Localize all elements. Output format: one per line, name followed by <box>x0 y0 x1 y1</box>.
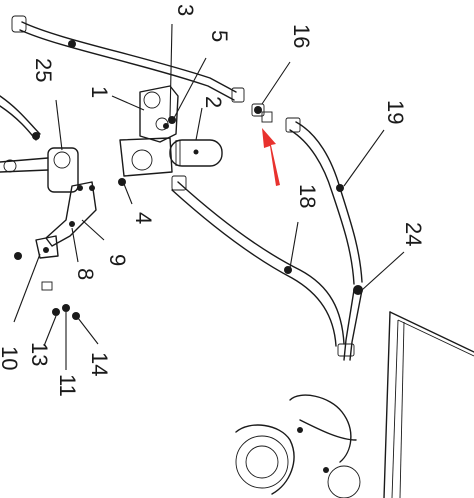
callout-14: 14 <box>87 352 112 376</box>
fitting-16 <box>251 103 273 123</box>
pipe-18 <box>171 175 345 347</box>
callout-labels: 3 5 16 1 2 25 19 4 18 9 8 24 10 13 11 14 <box>0 4 426 397</box>
callout-4: 4 <box>131 212 156 224</box>
callout-9: 9 <box>105 254 130 266</box>
callout-19: 19 <box>383 100 408 124</box>
callout-11: 11 <box>55 374 80 397</box>
red-arrow-icon <box>262 128 280 186</box>
callout-1: 1 <box>87 86 112 98</box>
callout-24: 24 <box>401 222 426 246</box>
callout-5: 5 <box>207 30 232 42</box>
upper-pipe <box>11 15 245 103</box>
callout-18: 18 <box>295 184 320 208</box>
left-bracket <box>0 95 97 320</box>
leader-lines <box>13 23 405 370</box>
callout-2: 2 <box>201 96 226 108</box>
callout-3: 3 <box>173 4 198 16</box>
pipe-19 <box>285 117 363 361</box>
frame-structure <box>383 311 474 498</box>
callout-16: 16 <box>289 24 314 48</box>
callout-10: 10 <box>0 346 22 370</box>
callout-25: 25 <box>31 58 56 82</box>
turbo-housing <box>235 394 361 498</box>
callout-8: 8 <box>73 268 98 280</box>
callout-13: 13 <box>27 342 52 366</box>
pump-assembly <box>118 85 223 186</box>
